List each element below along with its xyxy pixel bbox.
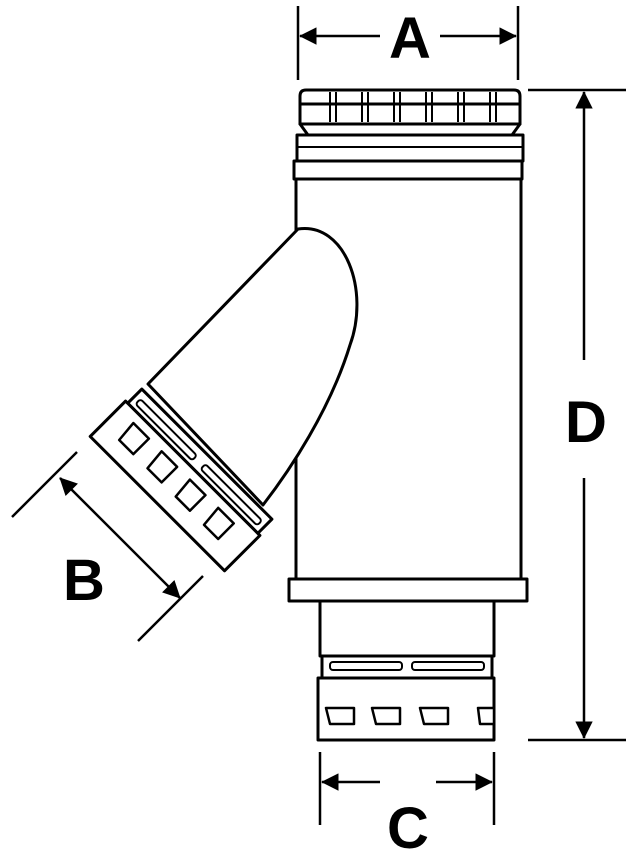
top-collar-knurls	[329, 92, 497, 122]
dimension-b-extension-lower	[137, 575, 204, 642]
dimension-label-a: A	[389, 6, 431, 71]
top-flange	[292, 159, 524, 181]
dimension-label-c: C	[387, 796, 429, 858]
dimension-label-b: B	[63, 548, 105, 613]
dimension-b	[11, 451, 204, 642]
dimension-c	[318, 752, 496, 825]
dimension-a	[296, 6, 520, 80]
dimension-d	[528, 88, 626, 742]
top-collar-cap	[298, 88, 522, 126]
bottom-collar-slots	[324, 706, 496, 726]
bottom-flange	[287, 577, 529, 603]
bottom-neck	[318, 599, 496, 658]
top-collar-taper	[298, 122, 522, 137]
branch-elbow	[146, 227, 359, 507]
branch-collar-slots	[117, 421, 235, 541]
dimension-label-d: D	[565, 390, 607, 455]
top-collar	[292, 88, 525, 181]
dimension-b-extension-upper	[11, 451, 78, 518]
bottom-collar	[316, 654, 496, 742]
dimension-b-arrow	[59, 477, 181, 599]
